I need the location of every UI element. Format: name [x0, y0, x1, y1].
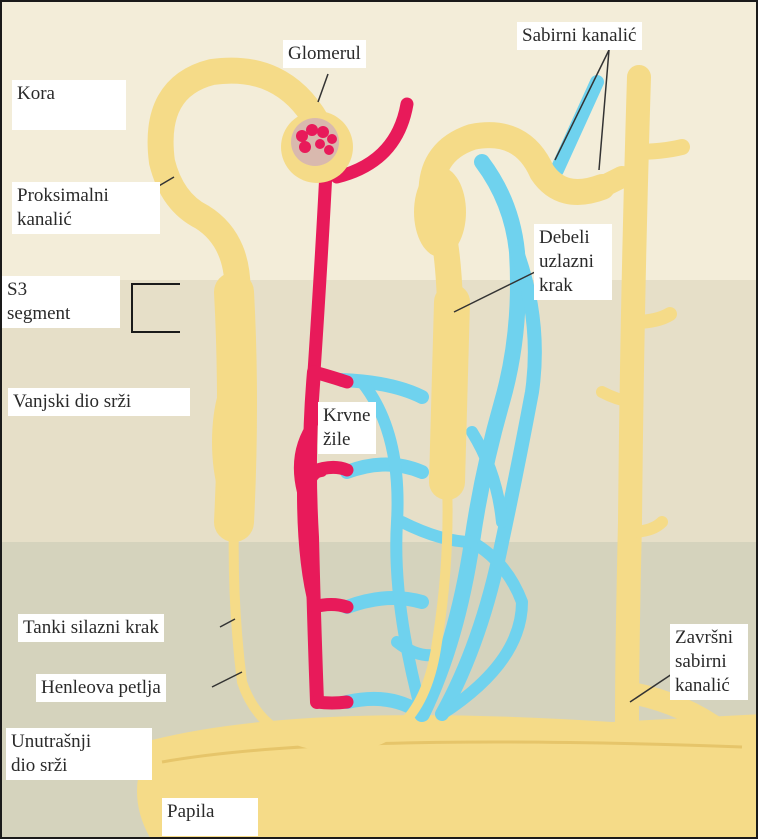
label-zavrsni-sabirni-kanalic: Završni sabirni kanalić	[670, 624, 748, 700]
label-s3-segment: S3 segment	[2, 276, 120, 328]
label-glomerul: Glomerul	[283, 40, 366, 68]
label-kora: Kora	[12, 80, 126, 130]
label-debeli-uzlazni-krak: Debeli uzlazni krak	[534, 224, 612, 300]
label-vanjski-dio-srzi: Vanjski dio srži	[8, 388, 190, 416]
label-papila: Papila	[162, 798, 258, 836]
label-proksimalni-kanalic: Proksimalni kanalić	[12, 182, 160, 234]
label-unutrasnji-dio-srzi: Unutrašnji dio srži	[6, 728, 152, 780]
label-sabirni-kanalic: Sabirni kanalić	[517, 22, 642, 50]
label-krvne-zile: Krvne žile	[318, 402, 376, 454]
label-tanki-silazni-krak: Tanki silazni krak	[18, 614, 164, 642]
proximal-bulge	[212, 372, 256, 512]
thick-ascending-bulge	[414, 167, 466, 257]
label-henleova-petlja: Henleova petlja	[36, 674, 166, 702]
